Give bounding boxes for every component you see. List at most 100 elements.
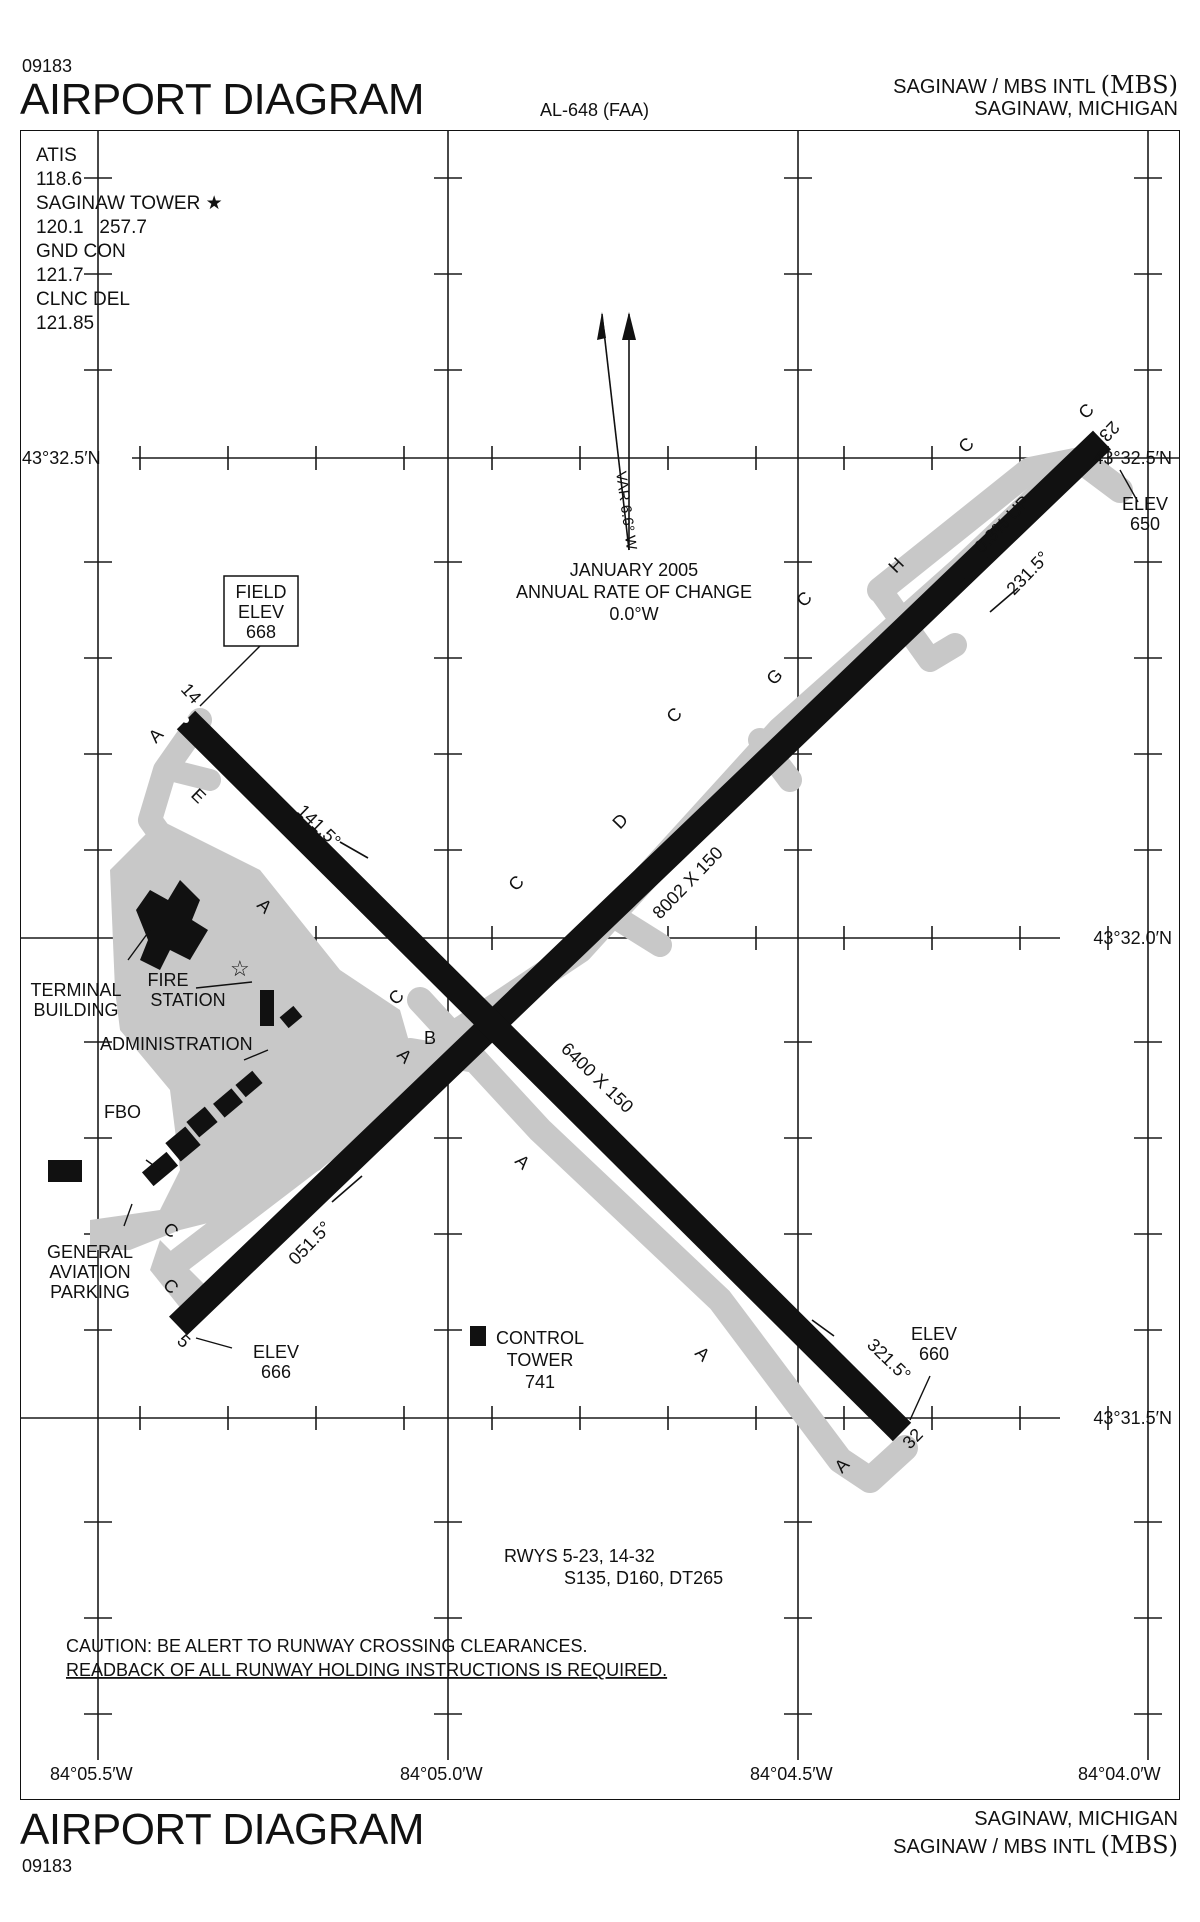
elev-32-value: 660 xyxy=(919,1344,949,1364)
airport-name-top: SAGINAW / MBS INTL (MBS) xyxy=(893,71,1178,100)
leader-admin xyxy=(243,1049,269,1061)
frequency-list: ATIS 118.6 SAGINAW TOWER ★ 120.1 257.7 G… xyxy=(36,144,223,336)
field-elev-value: 668 xyxy=(246,622,276,642)
airport-map: ☆ 43°32.5′N 43°32.5′N 43°32.0′N 43°31.5′… xyxy=(20,130,1180,1800)
gnd-label: GND CON xyxy=(36,241,126,262)
tower-label-1: CONTROL xyxy=(496,1328,584,1348)
clnc-label: CLNC DEL xyxy=(36,289,130,310)
runway-14-32 xyxy=(176,710,912,1442)
ga-label-2: AVIATION xyxy=(49,1262,130,1282)
tower-label-row: SAGINAW TOWER ★ xyxy=(36,192,223,216)
hangar-4 xyxy=(165,1126,201,1162)
elev-5-value: 666 xyxy=(261,1362,291,1382)
chart-number-bottom: 09183 xyxy=(22,1856,73,1876)
city-state-top: SAGINAW, MICHIGAN xyxy=(974,98,1178,120)
hangar-3 xyxy=(186,1106,218,1138)
true-north-arrowhead xyxy=(622,312,636,340)
tower-freq: 120.1 257.7 xyxy=(36,217,147,238)
airport-name: SAGINAW / MBS INTL xyxy=(893,76,1096,98)
airport-diagram-svg: ☆ 43°32.5′N 43°32.5′N 43°32.0′N 43°31.5′… xyxy=(20,130,1180,1800)
arrow-051 xyxy=(331,1175,363,1203)
leader-field-elev xyxy=(199,645,261,707)
taxiway-e xyxy=(159,759,221,791)
tower-label-2: TOWER xyxy=(507,1350,574,1370)
mag-date: JANUARY 2005 xyxy=(570,560,698,580)
leader-ga xyxy=(123,1203,133,1227)
fbo-label: FBO xyxy=(104,1102,141,1122)
clnc-freq: 121.85 xyxy=(36,313,95,334)
leader-elev-5 xyxy=(195,1337,233,1349)
leader-lines xyxy=(123,469,1139,1421)
lon-label-3: 84°04.5′W xyxy=(750,1764,833,1784)
taxiway-a-path xyxy=(407,987,918,1493)
arrow-231 xyxy=(989,587,1019,613)
taxiway-label-c2: C xyxy=(954,434,977,457)
elev-32-label: ELEV xyxy=(911,1324,957,1344)
ga-hangar-shape xyxy=(48,1160,82,1182)
leader-elev-32 xyxy=(909,1375,931,1421)
taxiway-label-c1: C xyxy=(1074,400,1097,423)
runways-note: RWYS 5-23, 14-32 xyxy=(504,1546,655,1566)
taxiway-c-upper xyxy=(867,447,1133,603)
arrow-141 xyxy=(339,841,369,859)
leader-fire xyxy=(195,981,253,989)
magnetic-north-line xyxy=(601,313,630,551)
runway-14-threshold-dot xyxy=(183,717,189,723)
taxiway-label-g: G xyxy=(762,665,786,689)
heading-321: 321.5° xyxy=(863,1334,914,1385)
taxiway-label-c4: C xyxy=(662,704,685,727)
airport-ident-footer: (MBS) xyxy=(1100,1831,1178,1859)
elev-5-label: ELEV xyxy=(253,1342,299,1362)
caution-line-1: CAUTION: BE ALERT TO RUNWAY CROSSING CLE… xyxy=(66,1636,587,1656)
terminal-label-1: TERMINAL xyxy=(30,980,121,1000)
airport-name-footer: SAGINAW / MBS INTL xyxy=(893,1836,1096,1858)
leader-elev-23 xyxy=(1119,469,1139,503)
tower-label-3: 741 xyxy=(525,1372,555,1392)
north-arrows xyxy=(597,312,636,551)
tower-label: SAGINAW TOWER xyxy=(36,193,201,214)
elev-23-value: 650 xyxy=(1130,514,1160,534)
leader-terminal xyxy=(127,929,151,961)
administration-label: ADMINISTRATION xyxy=(100,1034,253,1054)
taxiway-label-a5: A xyxy=(144,724,167,747)
lat-label-mid: 43°32.0′N xyxy=(1093,928,1172,948)
taxiway-h xyxy=(868,578,967,672)
terminal-building-shape xyxy=(136,880,208,970)
taxiway-label-d: D xyxy=(608,810,631,833)
atis-label: ATIS xyxy=(36,145,77,166)
lat-label-bottom: 43°31.5′N xyxy=(1093,1408,1172,1428)
control-tower-shape xyxy=(470,1326,486,1346)
star-icon: ★ xyxy=(205,193,223,214)
taxiway-label-c5: C xyxy=(504,872,527,895)
taxiway-label-b: B xyxy=(424,1028,436,1048)
strength-note: S135, D160, DT265 xyxy=(564,1568,723,1588)
leader-fbo xyxy=(145,1159,161,1171)
lon-label-4: 84°04.0′W xyxy=(1078,1764,1161,1784)
fire-label-1: FIRE xyxy=(147,970,188,990)
fbo-shape xyxy=(141,1151,179,1187)
taxiway-d xyxy=(608,908,672,957)
lon-label-2: 84°05.0′W xyxy=(400,1764,483,1784)
atis-freq: 118.6 xyxy=(36,169,83,190)
heading-arrows xyxy=(331,557,1019,1337)
runway-5-number: 5 xyxy=(173,1330,194,1351)
terminal-label-2: BUILDING xyxy=(33,1000,118,1020)
buildings xyxy=(48,880,486,1346)
ga-label-3: PARKING xyxy=(50,1282,130,1302)
var-label: VAR 6.6° W xyxy=(612,470,640,552)
airport-ident: (MBS) xyxy=(1100,71,1178,99)
caution-line-2: READBACK OF ALL RUNWAY HOLDING INSTRUCTI… xyxy=(66,1660,667,1680)
fire-label-2: STATION xyxy=(150,990,225,1010)
arrow-321 xyxy=(811,1319,835,1337)
chart-title-top: AIRPORT DIAGRAM xyxy=(20,75,425,124)
hangar-1 xyxy=(235,1070,263,1098)
lon-label-1: 84°05.5′W xyxy=(50,1764,133,1784)
runway-14-number: 14 xyxy=(177,679,205,707)
field-elev-box xyxy=(223,575,299,647)
lat-label-top: 43°32.5′N xyxy=(1093,448,1172,468)
field-elev-label: ELEV xyxy=(238,602,284,622)
ga-label-1: GENERAL xyxy=(47,1242,133,1262)
airport-name-bottom: SAGINAW / MBS INTL (MBS) xyxy=(893,1831,1178,1860)
field-label: FIELD xyxy=(235,582,286,602)
city-state-bottom: SAGINAW, MICHIGAN xyxy=(974,1808,1178,1830)
